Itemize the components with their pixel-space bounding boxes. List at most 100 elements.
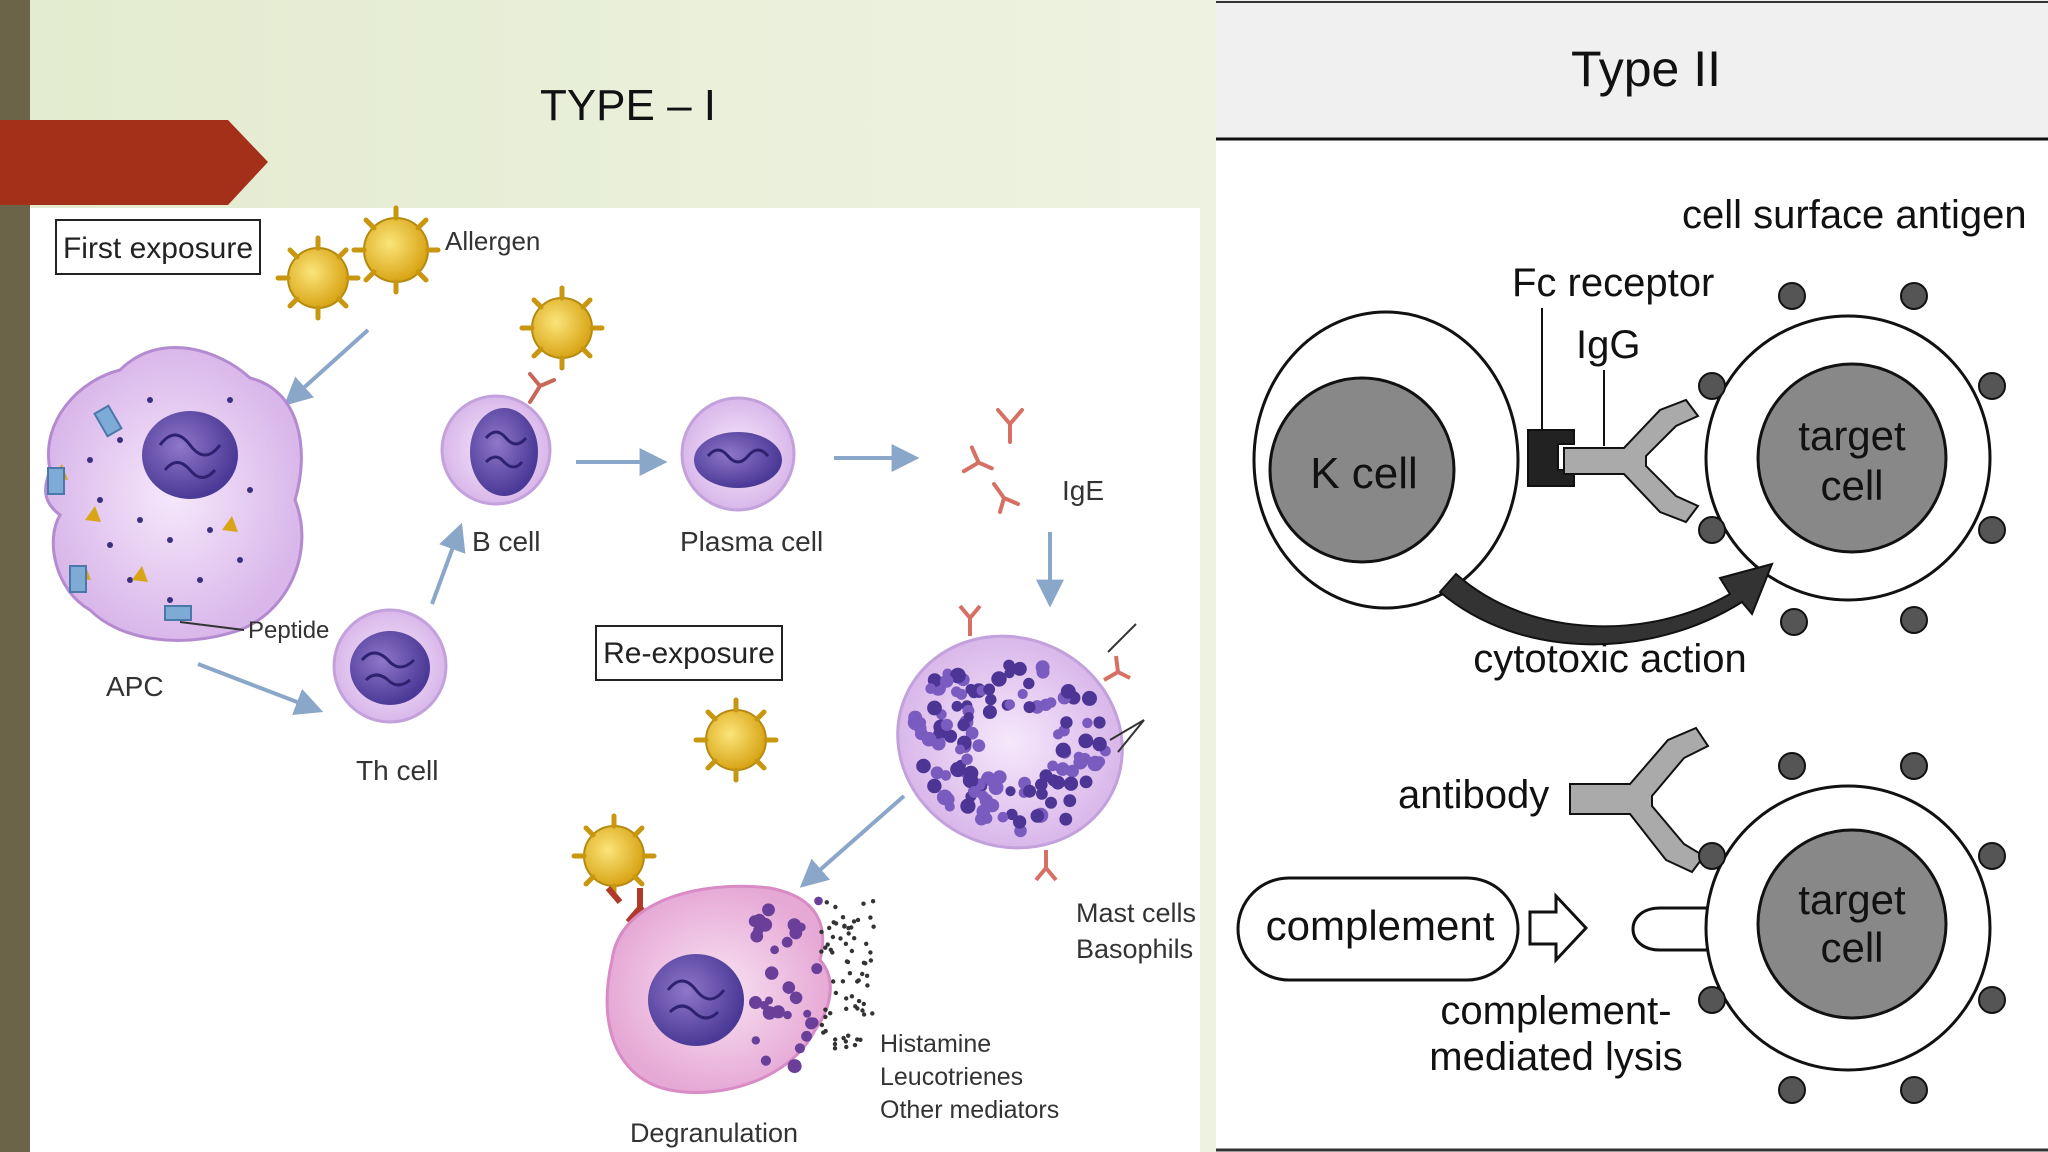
target-cell-top-line2: cell [1820,462,1883,509]
type-2-title: Type II [1571,41,1721,97]
mast-cell-granule [951,686,962,698]
released-mediator-dot [827,925,832,931]
released-mediator-dot [849,994,855,999]
released-mediator-dot [833,990,839,996]
mast-cell-granule [930,766,944,780]
mast-cell-granule [1003,659,1015,672]
released-mediator-dot [828,947,833,952]
mast-cell-granule [1092,736,1107,752]
degranulation-granule [801,1030,812,1042]
degranulation-granule [789,991,803,1005]
released-mediator-dot [863,961,868,966]
mast-cell-granule [1039,698,1053,711]
released-mediator-dot [855,1037,860,1042]
apc-nucleus [142,411,238,499]
released-mediator-dot [846,931,851,936]
mast-cell-granule [963,712,974,722]
ige-label: IgE [1062,475,1104,506]
allergen-icon [693,697,779,783]
igg-antibody-icon [1563,398,1700,524]
mast-cell-granule [1039,769,1053,783]
allergen-icon [519,285,605,371]
released-mediator-dot [844,1006,849,1011]
mast-cell-granule [1036,788,1048,800]
released-mediator-dot [856,998,862,1004]
released-mediator-dot [871,924,876,929]
released-mediator-dot [861,1012,867,1017]
mast-cell-granule [943,729,958,743]
fc-receptor-icon [1527,429,1575,487]
mast-cell-granule [940,770,952,781]
mast-cell-granule [972,739,986,752]
mast-cell-granule [921,731,937,747]
released-mediator-dot [855,979,860,984]
mast-cell-granule [1005,786,1016,797]
re-exposure-label: Re-exposure [603,637,775,670]
released-mediator-dot [823,1028,828,1034]
apc-cell [44,346,304,642]
degranulation-granule [765,996,773,1005]
antibody-label: antibody [1398,773,1549,817]
mast-cell-granule [927,700,942,716]
b-cell-label: B cell [472,526,540,557]
released-mediator-dot [861,901,866,906]
released-mediator-dot [864,973,870,978]
mast-cell-granule [1012,815,1027,829]
mast-cell-granule [915,717,927,728]
basophils-label: Basophils [1076,934,1193,964]
released-mediator-dot [819,929,824,935]
mast-cell-granule [1082,717,1093,729]
apc-label: APC [106,671,164,702]
mast-cell-granule [1006,808,1018,821]
released-mediator-dot [823,1007,828,1012]
accent-arrow-banner [0,120,268,205]
mast-cell-granule [951,700,963,712]
released-mediator-dot [870,899,876,904]
mast-cell-granule [991,671,1007,687]
released-mediator-dot [868,958,874,963]
mast-cell-granule [977,790,989,802]
mast-cell-granule [1063,794,1077,808]
degranulation-granule [781,936,793,948]
mast-cell-granule [965,726,979,740]
released-mediator-dot [865,983,870,988]
released-mediator-dot [825,942,830,947]
degranulation-granule [814,896,823,906]
k-cell-label: K cell [1310,449,1418,498]
released-mediator-dot [846,1033,851,1038]
mast-cell-ige-receptor [1034,850,1058,882]
released-mediator-dot [844,959,850,964]
mast-cell-granule [940,718,954,732]
mast-cell-granule [1078,733,1094,749]
mast-cell-granule [1023,784,1037,798]
first-exposure-box [55,219,261,275]
b-cell-receptor [528,372,556,404]
target-cell-top-line1: target [1798,412,1906,459]
mast-cell-granule [985,693,997,706]
type-1-panel: First exposure Allergen [30,205,1200,1152]
mast-cell-granule [1030,809,1045,823]
degranulation-granule [758,917,773,932]
cytotoxic-action-arrow [1438,562,1774,646]
degranulation-label: Degranulation [630,1118,798,1148]
released-mediator-dot [846,925,851,931]
mast-cell-granule [1079,775,1093,789]
mast-cell-granule [1093,716,1106,729]
mast-cell-granule [1055,742,1071,758]
mast-cells-label: Mast cells [1076,898,1196,928]
released-mediator-dot [843,1039,848,1044]
mast-cell-granule [933,728,944,739]
released-mediator-dot [843,941,849,946]
released-mediator-dot [824,900,829,905]
mast-cell-granule [925,683,936,694]
antibody-icon [1569,726,1710,874]
released-mediator-dot [833,1037,838,1042]
mast-cell-granule [1023,677,1035,690]
degranulation-granule [796,922,806,932]
slide-title: TYPE – I [540,81,716,130]
first-exposure-label: First exposure [63,232,253,265]
released-mediator-dot [840,979,846,984]
released-mediator-dot [833,904,838,910]
complement-lysis-line2: mediated lysis [1429,1035,1682,1079]
igg-label: IgG [1576,323,1640,367]
